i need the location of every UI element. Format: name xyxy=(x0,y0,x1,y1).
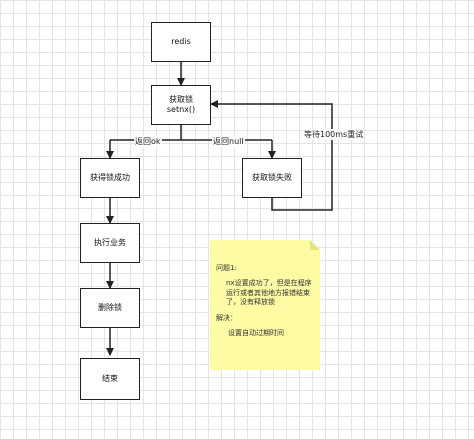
node-delete-lock-label: 删除锁 xyxy=(98,303,122,312)
node-redis-label: redis xyxy=(171,37,191,46)
node-acquire-success-label: 获得锁成功 xyxy=(90,173,130,182)
sticky-note[interactable]: 问题1: nx设置成功了，但是在程序运行或者其他地方报错结束了，没有释放锁 解决… xyxy=(210,240,320,370)
note-body: nx设置成功了，但是在程序运行或者其他地方报错结束了，没有释放锁 xyxy=(226,279,312,307)
node-execute-business[interactable]: 执行业务 xyxy=(80,223,140,263)
note-solution: 设置自动过期时间 xyxy=(228,329,284,338)
node-acquire-lock-label: 获取锁 xyxy=(169,95,193,104)
node-redis[interactable]: redis xyxy=(151,22,211,62)
node-acquire-lock-method: setnx() xyxy=(166,105,196,114)
node-end[interactable]: 结束 xyxy=(80,358,140,400)
node-execute-business-label: 执行业务 xyxy=(94,238,126,247)
node-acquire-lock[interactable]: 获取锁 setnx() xyxy=(151,85,211,125)
node-acquire-fail[interactable]: 获取锁失败 xyxy=(242,158,302,198)
edge-retry-loop xyxy=(210,100,333,211)
edge-label-return-null: 返回null xyxy=(212,136,245,147)
node-acquire-success[interactable]: 获得锁成功 xyxy=(80,158,140,198)
note-title: 问题1: xyxy=(216,264,237,272)
node-acquire-fail-label: 获取锁失败 xyxy=(252,173,292,182)
note-solution-label: 解决： xyxy=(216,313,237,322)
sticky-note-fold xyxy=(310,240,320,250)
node-end-label: 结束 xyxy=(102,374,118,383)
node-delete-lock[interactable]: 删除锁 xyxy=(80,288,140,328)
edge-label-wait-retry: 等待100ms重试 xyxy=(303,129,365,140)
edge-label-return-ok: 返回ok xyxy=(134,136,162,147)
